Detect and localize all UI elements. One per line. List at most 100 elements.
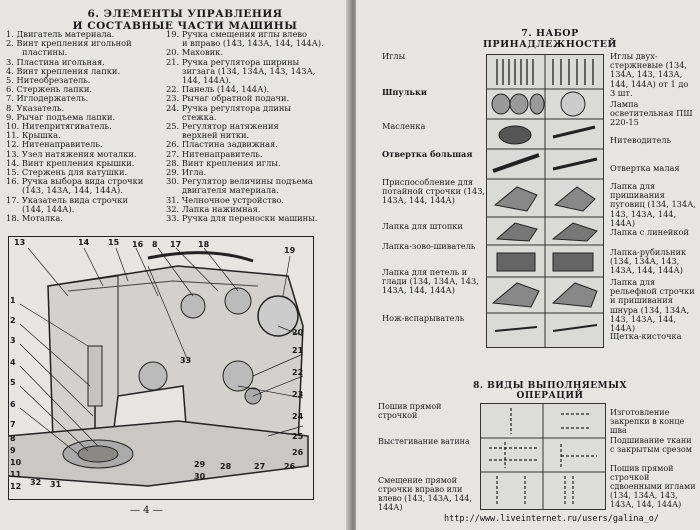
list-item: 25. Регулятор натяжения xyxy=(166,121,279,132)
list-item: 8. Указатель. xyxy=(6,102,65,113)
callout-label: 19 xyxy=(284,246,296,255)
list-item: 4. Винт крепления лапки. xyxy=(6,65,121,76)
list-item: 15. Стержень для катушки. xyxy=(6,167,128,178)
callout-label: 31 xyxy=(50,480,62,489)
list-item: (143, 143А, 144, 144А). xyxy=(22,185,123,196)
list-item: 2. Винт крепления игольной xyxy=(6,38,132,49)
list-item: (144, 144А). xyxy=(22,203,75,214)
callout-label: 3 xyxy=(10,336,16,345)
callout-label: 24 xyxy=(292,412,304,421)
list-item: 26. Пластина задвижная. xyxy=(166,139,278,150)
operation-label: Подшивание ткани с закрытым срезом xyxy=(610,436,692,454)
parts-list-col1: 1. Двигатель материала. 2. Винт креплени… xyxy=(6,29,166,224)
list-item: 16. Ручка выбора вида строчки xyxy=(6,176,144,187)
list-item: 21. Ручка регулятора ширины xyxy=(166,56,300,67)
operation-label: Выстегивание ватина xyxy=(378,437,470,446)
callout-label: 21 xyxy=(292,346,304,355)
list-item: 18. Моталка. xyxy=(6,213,63,224)
page-number: — 4 — xyxy=(130,505,163,516)
callout-label: 1 xyxy=(10,296,16,305)
list-item: 3. Пластина игольная. xyxy=(6,56,105,67)
callout-label: 29 xyxy=(194,460,206,469)
callout-label: 22 xyxy=(292,368,304,377)
list-item: 27. Нитенаправитель. xyxy=(166,148,263,159)
callout-label: 32 xyxy=(30,478,42,487)
operation-label: Пошив прямой строчкой сдвоенными иглами … xyxy=(610,464,696,509)
operation-label: Изготовление закрепки в конце шва xyxy=(610,408,685,435)
accessories-drawings xyxy=(487,55,603,347)
accessory-label: Лапка-рубильник (134, 134А, 143, 143А, 1… xyxy=(610,247,687,276)
watermark-url: http://www.liveinternet.ru/users/galina_… xyxy=(444,514,659,524)
list-item: зигзага (134, 134А, 143, 143А, xyxy=(182,65,316,76)
callout-label: 10 xyxy=(10,458,22,467)
section-6-title-line1: 6. ЭЛЕМЕНТЫ УПРАВЛЕНИЯ xyxy=(87,8,283,20)
accessory-label: Иглы xyxy=(382,51,406,61)
callout-label: 15 xyxy=(108,238,120,247)
operations-drawings xyxy=(481,404,605,509)
accessories-image-grid xyxy=(486,54,604,348)
list-item: пластины. xyxy=(22,47,68,58)
list-item: 5. Нитеобрезатель. xyxy=(6,75,91,86)
list-item: 6. Стержень лапки. xyxy=(6,84,93,95)
operation-label: Пошив прямой строчкой xyxy=(378,402,442,420)
callout-label: 11 xyxy=(10,470,22,479)
accessory-label: Лапка-зово-шиватель xyxy=(382,241,476,251)
list-item: 22. Панель (144, 144А). xyxy=(166,84,270,95)
accessory-label: Нож-вспарыватель xyxy=(382,313,465,323)
list-item: 144, 144А). xyxy=(182,75,232,86)
list-item: 10. Нитепритягиватель. xyxy=(6,121,112,132)
sewing-machine-illustration: 13 14 15 16 8 17 18 19 1 20 2 21 3 22 4 … xyxy=(7,235,315,501)
accessory-label: Иглы двух-стержневые (134, 134А, 143, 14… xyxy=(610,51,689,98)
list-item: и вправо (143, 143А, 144, 144А). xyxy=(182,38,324,49)
list-item: 9. Рычаг подъема лапки. xyxy=(6,111,116,122)
list-item: 12. Нитенаправитель. xyxy=(6,139,103,150)
list-item: стежка. xyxy=(182,111,217,122)
left-page: 6. ЭЛЕМЕНТЫ УПРАВЛЕНИЯ И СОСТАВНЫЕ ЧАСТИ… xyxy=(0,0,352,530)
callout-label: 4 xyxy=(10,358,16,367)
accessory-label: Лапка с линейкой xyxy=(610,227,689,237)
list-item: двигателя материала. xyxy=(182,185,279,196)
callout-label: 16 xyxy=(132,240,144,249)
callout-label: 9 xyxy=(10,446,16,455)
sewing-machine-drawing xyxy=(7,235,315,501)
list-item: 23. Рычаг обратной подачи. xyxy=(166,93,290,104)
list-item: 14. Винт крепления крышки. xyxy=(6,157,135,168)
callout-label: 20 xyxy=(292,328,304,337)
accessory-label: Отвертка малая xyxy=(610,163,680,173)
list-item: 1. Двигатель материала. xyxy=(6,29,115,39)
callout-label: 2 xyxy=(10,316,16,325)
callout-label: 8 xyxy=(10,434,16,443)
list-item: 31. Челночное устройство. xyxy=(166,194,285,205)
callout-label: 18 xyxy=(198,240,210,249)
section-7-title: 7. НАБОР ПРИНАДЛЕЖНОСТЕЙ xyxy=(483,28,617,50)
list-item: 19. Ручка смещения иглы влево xyxy=(166,29,308,39)
accessory-label: Шпульки xyxy=(382,87,427,97)
accessory-label: Нитеводитель xyxy=(610,135,672,145)
callout-label: 17 xyxy=(170,240,182,249)
list-item: верхней нитки. xyxy=(182,130,250,141)
callout-label: 14 xyxy=(78,238,90,247)
parts-list-col2: 19. Ручка смещения иглы влево и вправо (… xyxy=(166,29,348,223)
list-item: 24. Ручка регулятора длины xyxy=(166,102,292,113)
list-item: 17. Указатель вида строчки xyxy=(6,194,128,205)
operations-image-grid xyxy=(480,403,606,510)
list-item: 30. Регулятор величины подъема xyxy=(166,176,313,187)
accessory-label: Приспособление для потайной строчки (143… xyxy=(382,177,485,206)
callout-label: 27 xyxy=(254,462,266,471)
callout-label: 7 xyxy=(10,420,16,429)
list-item: 11. Крышка. xyxy=(6,130,61,141)
list-item: 32. Лапка нажимная. xyxy=(166,203,261,214)
callout-label: 28 xyxy=(220,462,232,471)
callout-label: 26 xyxy=(292,448,304,457)
accessory-label: Щетка-кисточка xyxy=(610,331,682,341)
accessory-label: Лапка для пришивания пуговиц (134, 134А,… xyxy=(610,181,696,228)
callout-label: 8 xyxy=(152,240,158,249)
accessory-label: Лапка для рельефной строчки и пришивания… xyxy=(610,277,695,334)
list-item: 13. Узел натяжения моталки. xyxy=(6,148,137,159)
callout-label: 33 xyxy=(180,356,192,365)
section-6-title-line2: И СОСТАВНЫЕ ЧАСТИ МАШИНЫ xyxy=(72,20,298,32)
accessory-label: Лапка для петель и глади (134, 134А, 143… xyxy=(382,267,479,296)
list-item: 28. Винт крепления иглы. xyxy=(166,157,281,168)
accessory-label: Масленка xyxy=(382,121,426,131)
